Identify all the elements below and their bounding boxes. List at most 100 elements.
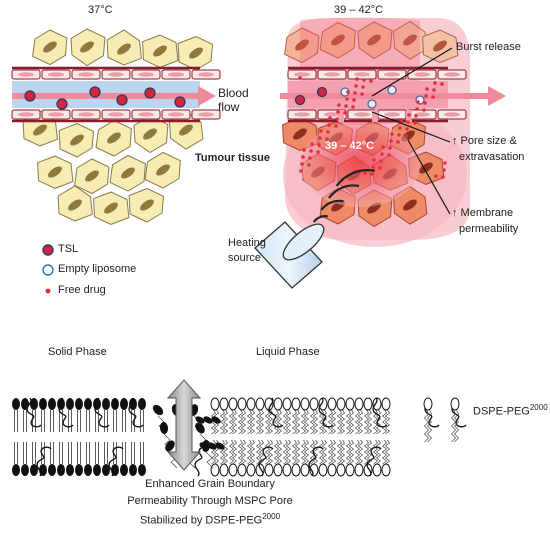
lipid-head bbox=[84, 398, 92, 410]
pore-size-line1: ↑ Pore size & bbox=[452, 135, 517, 147]
lipid-head bbox=[291, 463, 301, 477]
lipid-head bbox=[327, 463, 337, 477]
peg-chain bbox=[58, 397, 74, 428]
lipid-head bbox=[273, 397, 283, 411]
membrane-line1: ↑ Membrane bbox=[452, 207, 514, 219]
legend-tsl-marker bbox=[42, 244, 54, 256]
lipid-head bbox=[39, 398, 47, 410]
endothelial-nucleus bbox=[414, 72, 430, 77]
lipid-head bbox=[120, 464, 128, 476]
free-drug bbox=[334, 124, 338, 128]
lipid-tail bbox=[237, 439, 244, 465]
flow-arrow-head bbox=[198, 86, 216, 106]
free-drug bbox=[301, 155, 305, 159]
lipid-tail bbox=[273, 439, 280, 465]
lipid-head bbox=[228, 397, 238, 411]
cell-nucleus bbox=[80, 41, 94, 53]
lipid-head bbox=[327, 397, 337, 411]
lipid-tail bbox=[372, 439, 379, 465]
lipid-tail bbox=[219, 439, 226, 465]
lipid-head bbox=[66, 464, 74, 476]
lipid-head bbox=[381, 463, 391, 477]
heat-glow bbox=[300, 123, 420, 207]
lipid-head bbox=[372, 397, 382, 411]
free-drug bbox=[355, 77, 359, 81]
lipid-tail bbox=[327, 439, 334, 465]
liposome-particles bbox=[24, 76, 447, 179]
lipid-tail bbox=[276, 439, 283, 465]
lipid-head bbox=[300, 397, 310, 411]
lipid-tail bbox=[255, 439, 262, 465]
free-drug bbox=[363, 171, 367, 175]
peg-chain bbox=[308, 446, 324, 477]
free-drug bbox=[361, 85, 365, 89]
lipid-tail bbox=[222, 439, 229, 465]
tsl-particle bbox=[144, 87, 156, 99]
lipid-tail bbox=[381, 439, 388, 465]
peg-chain bbox=[318, 397, 334, 428]
lipid-tail bbox=[330, 439, 337, 465]
lipid-tail bbox=[249, 409, 256, 435]
legend bbox=[42, 244, 54, 294]
free-drug bbox=[387, 153, 391, 157]
peg-chain bbox=[94, 397, 110, 428]
free-drug bbox=[362, 78, 366, 82]
lipid-head bbox=[318, 463, 328, 477]
lipid-tail bbox=[363, 439, 370, 465]
lipid-head bbox=[450, 397, 460, 411]
lipid-head bbox=[300, 463, 310, 477]
pore-double-arrow bbox=[166, 379, 202, 471]
endothelial-nucleus bbox=[138, 112, 154, 117]
cell-nucleus bbox=[156, 164, 170, 176]
lipid-tail bbox=[303, 439, 310, 465]
free-drug bbox=[405, 127, 409, 131]
lipid-head bbox=[228, 463, 238, 477]
free-drug bbox=[336, 110, 340, 114]
lipid-bilayer bbox=[12, 397, 391, 477]
endothelial-nucleus bbox=[168, 72, 184, 77]
flow-arrow-head bbox=[488, 86, 506, 106]
free-drug bbox=[352, 98, 356, 102]
normal-tissue bbox=[22, 28, 214, 225]
pore-arrow-shape bbox=[166, 379, 202, 471]
lipid-head bbox=[345, 463, 355, 477]
endothelial-nucleus bbox=[138, 72, 154, 77]
free-drug bbox=[369, 79, 373, 83]
lipid-tail bbox=[231, 439, 238, 465]
left-temperature: 37°C bbox=[88, 4, 113, 16]
lipid-tail bbox=[285, 409, 292, 435]
legend-drug-label: Free drug bbox=[58, 284, 106, 296]
endothelial-nucleus bbox=[18, 72, 34, 77]
lipid-head bbox=[57, 464, 65, 476]
lipid-tail bbox=[300, 409, 307, 435]
dspe-peg-label: DSPE-PEG2000 bbox=[473, 403, 548, 418]
endothelial-nucleus bbox=[354, 112, 370, 117]
free-drug bbox=[360, 92, 364, 96]
lipid-tail bbox=[357, 439, 364, 465]
legend-empty-label: Empty liposome bbox=[58, 263, 137, 275]
lipid-tail bbox=[291, 439, 298, 465]
lipid-tail bbox=[363, 409, 370, 435]
caption-line1: Enhanced Grain Boundary bbox=[145, 478, 275, 490]
lipid-head bbox=[129, 464, 137, 476]
lipid-head bbox=[30, 464, 38, 476]
lipid-tail bbox=[276, 409, 283, 435]
lipid-tail bbox=[318, 439, 325, 465]
free-drug bbox=[318, 136, 322, 140]
cell-nucleus bbox=[33, 124, 47, 136]
lipid-tail bbox=[300, 439, 307, 465]
free-drug bbox=[299, 169, 303, 173]
cell-nucleus bbox=[143, 128, 157, 140]
peg-chain bbox=[26, 397, 42, 428]
burst-release-label: Burst release bbox=[456, 41, 521, 53]
free-drug bbox=[440, 82, 444, 86]
cell-nucleus bbox=[48, 166, 62, 178]
free-drug bbox=[416, 100, 420, 104]
lipid-head bbox=[246, 463, 256, 477]
endothelial-nucleus bbox=[414, 112, 430, 117]
free-drug bbox=[351, 105, 355, 109]
free-drug bbox=[433, 81, 437, 85]
lipid-head bbox=[219, 397, 229, 411]
lipid-head bbox=[273, 463, 283, 477]
